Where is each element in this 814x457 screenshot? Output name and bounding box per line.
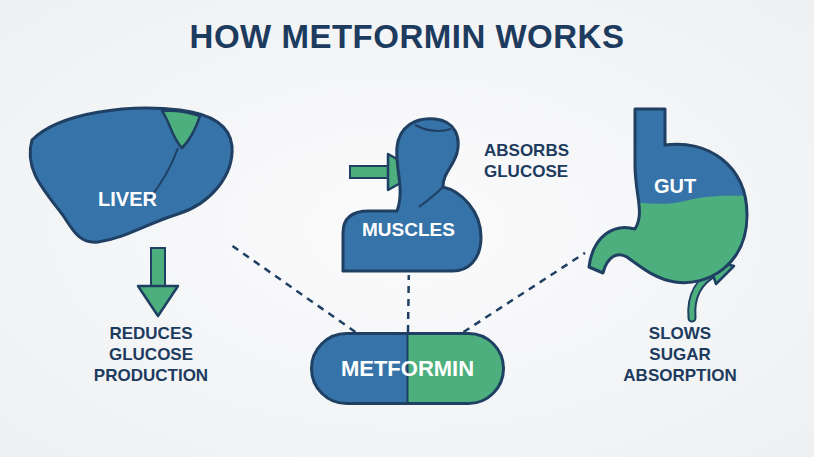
callout-text: REDUCES GLUCOSE PRODUCTION xyxy=(90,323,212,386)
node-outline xyxy=(335,115,485,275)
node-outline xyxy=(20,100,235,245)
liver-shape: LIVER xyxy=(20,100,235,245)
muscle-arm-shape: MUSCLES xyxy=(335,115,485,275)
node-outline xyxy=(585,105,755,290)
liver-down-arrow xyxy=(138,248,178,316)
callout-text: SLOWS SUGAR ABSORPTION xyxy=(620,323,740,386)
metformin-pill: METFORMIN xyxy=(310,332,505,405)
dashed-connector xyxy=(464,253,586,332)
stomach-shape: GUT xyxy=(585,105,755,290)
node-label: LIVER xyxy=(98,187,157,210)
dashed-connector xyxy=(231,245,355,332)
node-label: METFORMIN xyxy=(341,356,474,382)
node-label: MUSCLES xyxy=(362,219,455,241)
diagram-title: HOW METFORMIN WORKS xyxy=(0,18,814,56)
node-label: GUT xyxy=(654,175,696,198)
callout-text: ABSORBS GLUCOSE xyxy=(484,140,584,182)
dashed-connector xyxy=(407,275,410,332)
